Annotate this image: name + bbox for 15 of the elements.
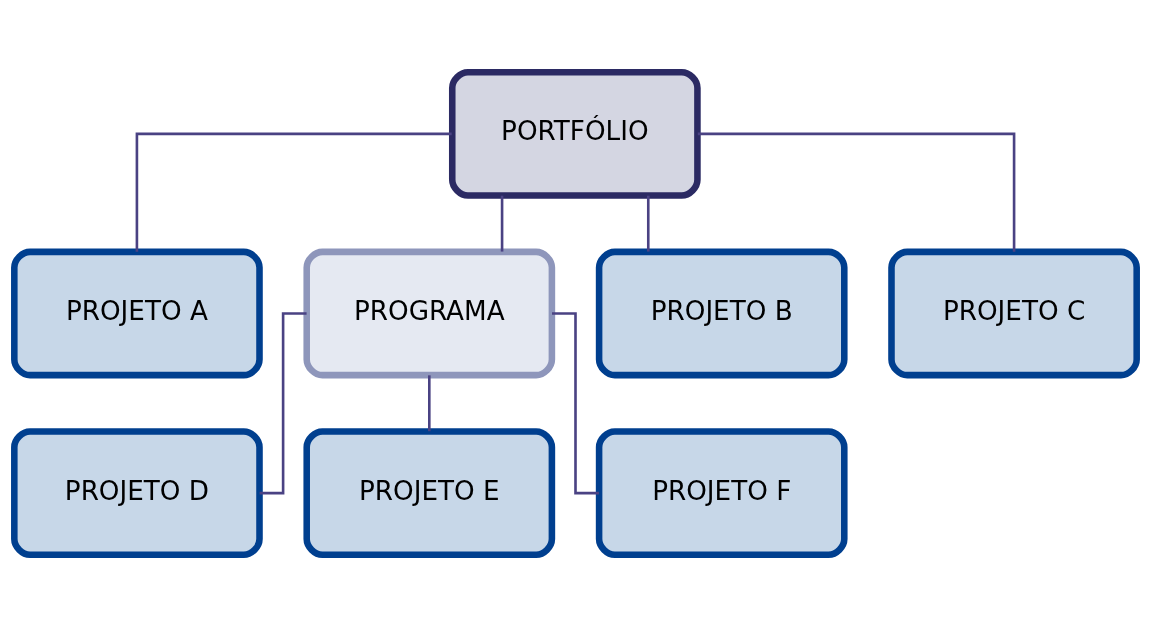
connector: [500, 195, 504, 252]
connector: [135, 132, 452, 252]
node-box: PROJETO F: [595, 427, 848, 558]
node-box: PROJETO E: [303, 427, 556, 558]
node-box: PROJETO D: [11, 427, 263, 558]
node-box: PORTFÓLIO: [448, 68, 701, 199]
connector: [697, 132, 1016, 252]
connector: [259, 311, 307, 494]
connector: [428, 374, 431, 431]
connector: [552, 311, 599, 494]
node-box: PROGRAMA: [303, 248, 556, 378]
node-box: PROJETO C: [888, 248, 1140, 378]
connector: [646, 195, 650, 252]
node-box: PROJETO A: [11, 248, 263, 378]
node-box: PROJETO B: [595, 248, 848, 378]
